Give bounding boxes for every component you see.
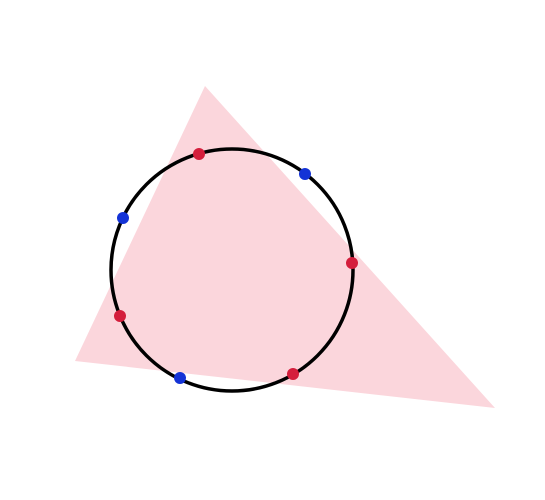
red-point-5 bbox=[114, 310, 126, 322]
red-point-1 bbox=[193, 148, 205, 160]
triangle bbox=[75, 86, 495, 408]
red-point-7 bbox=[287, 368, 299, 380]
blue-point-3 bbox=[117, 212, 129, 224]
blue-point-6 bbox=[174, 372, 186, 384]
red-point-4 bbox=[346, 257, 358, 269]
points-group bbox=[114, 148, 358, 384]
circle bbox=[109, 147, 355, 393]
blue-point-2 bbox=[299, 168, 311, 180]
